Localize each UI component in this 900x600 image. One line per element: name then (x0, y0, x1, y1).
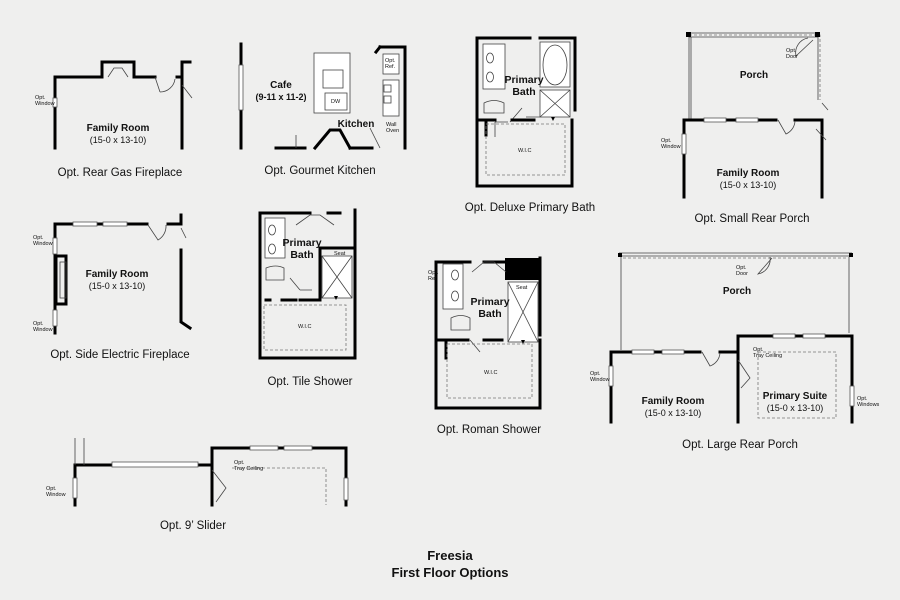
wic-label: W.I.C (298, 324, 312, 330)
plan-large-rear-porch (608, 252, 855, 424)
porch-label: Porch (722, 286, 752, 297)
cafe-label: Cafe(9-11 x 11-2) (255, 80, 307, 102)
opt-window-label: Opt.Window (35, 95, 55, 107)
plan-roman-shower (434, 256, 542, 410)
caption-roman-shower: Opt. Roman Shower (436, 424, 542, 436)
opt-ref-partial-label: Opt.Ref. (428, 270, 439, 282)
plan-side-electric-fireplace (52, 213, 193, 335)
seat-label: Seat (334, 251, 346, 257)
caption-small-rear-porch: Opt. Small Rear Porch (694, 213, 810, 225)
kitchen-label: Kitchen (337, 119, 375, 130)
caption-9-slider: Opt. 9’ Slider (159, 520, 227, 532)
opt-door-label: Opt.Door (736, 265, 748, 277)
opt-window-label: Opt.Window (590, 371, 610, 383)
caption-gourmet-kitchen: Opt. Gourmet Kitchen (264, 165, 376, 177)
wic-label: W.I.C (518, 148, 532, 154)
primary-suite-label: Primary Suite(15-0 x 13-10) (762, 391, 828, 413)
caption-rear-gas-fireplace: Opt. Rear Gas Fireplace (57, 167, 183, 179)
opt-window-label: Opt.Window (661, 138, 681, 150)
porch-label: Porch (739, 70, 769, 81)
caption-large-rear-porch: Opt. Large Rear Porch (682, 439, 798, 451)
opt-window-label: Opt.Window (33, 235, 53, 247)
plan-tile-shower (258, 208, 357, 360)
plan-9-slider (72, 438, 349, 507)
family-room-label: Family Room(15-0 x 13-10) (641, 396, 705, 418)
caption-side-electric-fireplace: Opt. Side Electric Fireplace (50, 349, 190, 361)
tray-ceiling-label: Opt.Tray Ceiling (234, 460, 264, 472)
caption-tile-shower: Opt. Tile Shower (267, 376, 353, 388)
opt-door-label: Opt.Door (786, 48, 798, 60)
opt-ref-label: Opt.Ref. (385, 58, 396, 70)
opt-windows-label: Opt.Windows (857, 396, 880, 408)
plan-rear-gas-fireplace (52, 60, 193, 150)
caption-deluxe-primary-bath: Opt. Deluxe Primary Bath (464, 202, 596, 214)
family-room-label: Family Room(15-0 x 13-10) (86, 123, 150, 145)
plan-deluxe-primary-bath (475, 36, 577, 188)
family-room-label: Family Room(15-0 x 13-10) (716, 168, 780, 190)
dw-label: DW (331, 99, 341, 105)
plan-gourmet-kitchen (238, 42, 407, 151)
tray-ceiling-label: Opt.Tray Ceiling (753, 347, 783, 359)
wic-label: W.I.C (484, 370, 498, 376)
opt-window-label: Opt.Window (46, 486, 66, 498)
family-room-label: Family Room(15-0 x 13-10) (85, 269, 149, 291)
plan-small-rear-porch (681, 32, 829, 199)
seat-label: Seat (516, 285, 528, 291)
opt-window-label: Opt.Window (33, 321, 53, 333)
